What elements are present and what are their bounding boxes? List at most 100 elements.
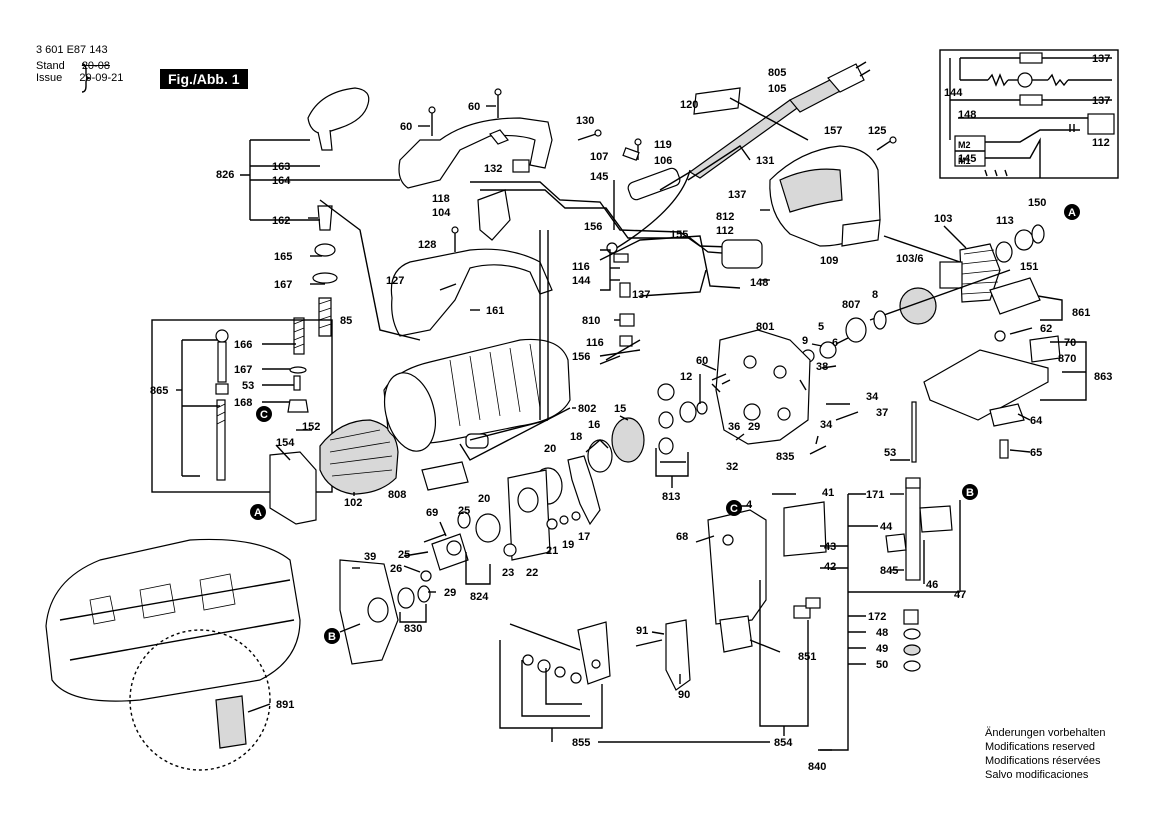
article-number: 3 601 E87 143	[36, 44, 108, 56]
label-6: 6	[832, 337, 838, 349]
label-18: 18	[570, 431, 582, 443]
brush-holder-154	[269, 451, 317, 525]
label-60a: 60	[400, 121, 412, 133]
label-32: 32	[726, 461, 738, 473]
label-801: 801	[756, 321, 774, 333]
holder-46	[919, 505, 953, 533]
carrying-case	[45, 538, 301, 702]
cap-168	[287, 399, 309, 413]
gear-15	[611, 417, 645, 463]
label-23: 23	[502, 567, 514, 579]
label-49: 49	[876, 643, 888, 655]
label-12: 12	[680, 371, 692, 383]
svg-text:M2: M2	[958, 140, 971, 150]
label-145b: 145	[958, 153, 976, 165]
label-41: 41	[822, 487, 834, 499]
label-47: 47	[954, 589, 966, 601]
disclaimer-en: Modifications reserved	[985, 741, 1096, 753]
label-167: 167	[274, 279, 292, 291]
label-167b: 167	[234, 364, 252, 376]
label-62: 62	[1040, 323, 1052, 335]
marker-c-right: C	[730, 503, 738, 515]
label-107: 107	[590, 151, 608, 163]
guide-43	[783, 501, 827, 557]
label-127: 127	[386, 275, 404, 287]
rod-171	[905, 479, 921, 581]
label-103: 103	[934, 213, 952, 225]
bearing-830	[397, 587, 415, 609]
label-9: 9	[802, 335, 808, 347]
issue-label: Issue	[36, 72, 63, 84]
insert-891	[215, 695, 247, 749]
label-802: 802	[578, 403, 596, 415]
washer-48	[903, 628, 921, 640]
label-162: 162	[272, 215, 290, 227]
label-835: 835	[776, 451, 794, 463]
disclaimer: Änderungen vorbehalten Modifications res…	[985, 726, 1105, 782]
marker-c-left: C	[260, 409, 268, 421]
bushing-162	[317, 205, 333, 231]
label-163: 163	[272, 161, 290, 173]
label-43: 43	[824, 541, 836, 553]
label-130: 130	[576, 115, 594, 127]
label-807: 807	[842, 299, 860, 311]
label-112: 112	[1092, 137, 1110, 149]
label-854: 854	[774, 737, 793, 749]
label-840: 840	[808, 761, 826, 773]
label-861: 861	[1072, 307, 1090, 319]
label-845: 845	[880, 565, 898, 577]
label-137a: 137	[1092, 53, 1110, 65]
label-812: 812	[716, 211, 734, 223]
disclaimer-de: Änderungen vorbehalten	[985, 727, 1106, 739]
label-60c: 60	[696, 355, 708, 367]
label-151: 151	[1020, 261, 1038, 273]
label-119: 119	[654, 139, 672, 151]
label-132: 132	[484, 163, 502, 175]
label-863: 863	[1094, 371, 1112, 383]
label-865: 865	[150, 385, 168, 397]
label-44: 44	[880, 521, 893, 533]
label-120: 120	[680, 99, 698, 111]
label-148a: 148	[958, 109, 976, 121]
label-808: 808	[388, 489, 406, 501]
label-26: 26	[390, 563, 402, 575]
label-102: 102	[344, 497, 362, 509]
label-128: 128	[418, 239, 436, 251]
label-65: 65	[1030, 447, 1042, 459]
blade-clamp-90	[665, 619, 691, 691]
label-34a: 34	[866, 391, 879, 403]
svg-text:M1: M1	[958, 156, 971, 166]
label-808	[421, 461, 469, 491]
cable-guard-106	[627, 167, 681, 201]
label-25b: 25	[398, 549, 410, 561]
bush-172	[903, 609, 919, 625]
bearing-807	[845, 317, 867, 343]
label-870: 870	[1058, 353, 1076, 365]
label-891: 891	[276, 699, 294, 711]
washer-50	[903, 660, 921, 672]
label-68: 68	[676, 531, 688, 543]
label-145: 145	[590, 171, 608, 183]
label-37: 37	[876, 407, 888, 419]
label-156b: 156	[572, 351, 590, 363]
label-168: 168	[234, 397, 252, 409]
label-20b: 20	[478, 493, 490, 505]
marker-a-bottom: A	[254, 507, 262, 519]
label-1036: 103/6	[896, 253, 924, 265]
label-112b: 112	[716, 225, 734, 237]
knob-stem	[317, 129, 333, 151]
label-118: 118	[432, 193, 450, 205]
label-34b: 34	[820, 419, 833, 431]
label-60b: 60	[468, 101, 480, 113]
label-17: 17	[578, 531, 590, 543]
marker-b-right: B	[966, 487, 974, 499]
label-156a: 156	[584, 221, 602, 233]
label-830: 830	[404, 623, 422, 635]
label-116a: 116	[572, 261, 590, 273]
label-137c: 137	[728, 189, 746, 201]
figure-title: Fig./Abb. 1	[160, 69, 248, 89]
clip-132	[512, 159, 530, 173]
callout-markers: A A B B C C	[250, 204, 1080, 644]
label-104: 104	[432, 207, 451, 219]
